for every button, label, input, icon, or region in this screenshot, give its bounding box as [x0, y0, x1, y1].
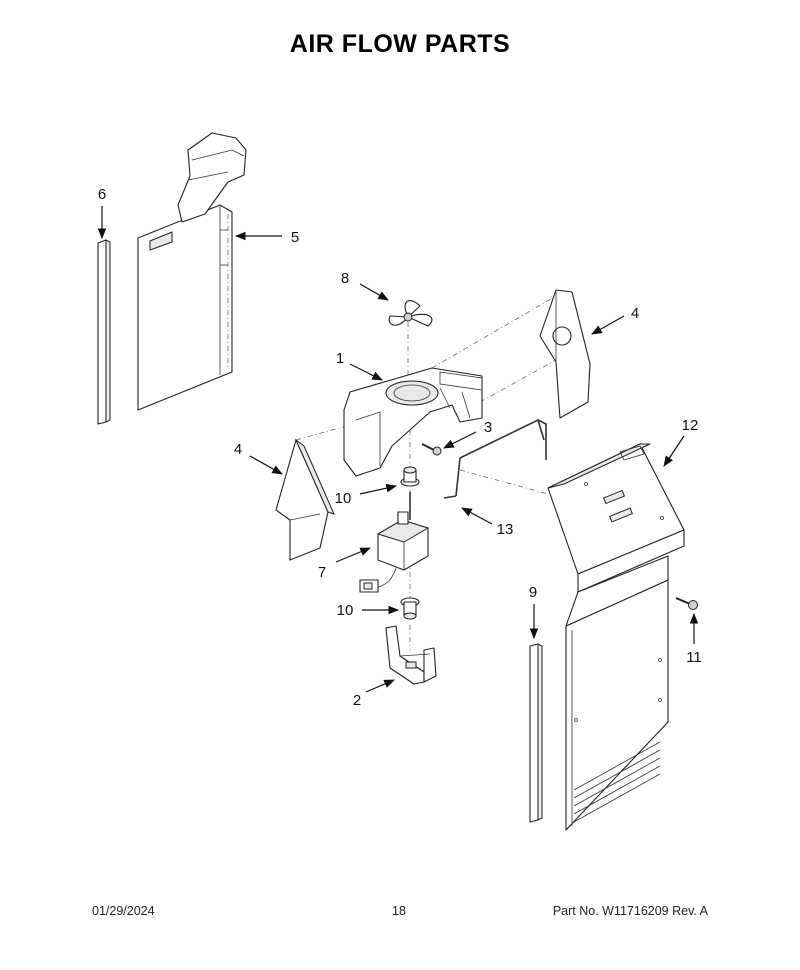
page-title: AIR FLOW PARTS	[289, 30, 511, 58]
part-10-grommet-bottom[interactable]	[400, 597, 420, 620]
callout-9[interactable]: 9	[529, 584, 537, 601]
part-10-grommet-top[interactable]	[400, 466, 420, 487]
footer-page-number: 18	[392, 904, 406, 918]
callout-1[interactable]: 1	[336, 350, 344, 367]
part-11-lower-duct-panel[interactable]	[565, 555, 669, 831]
callout-10-bottom[interactable]: 10	[337, 602, 354, 619]
footer-part-number: Part No. W11716209 Rev. A	[552, 904, 708, 918]
callout-13[interactable]: 13	[497, 521, 514, 538]
callout-3[interactable]: 3	[484, 419, 492, 436]
callout-labels: 6 5 8 1 4 4 3 12 10 13 7 10 2 9 11	[98, 186, 702, 709]
callout-8[interactable]: 8	[341, 270, 349, 287]
callout-7[interactable]: 7	[318, 564, 326, 581]
part-7-fan-motor[interactable]	[359, 492, 430, 593]
part-5-air-duct-panel[interactable]	[137, 132, 247, 411]
callout-4-right[interactable]: 4	[631, 305, 639, 322]
callout-11[interactable]: 11	[686, 649, 702, 666]
part-4-side-panel-left[interactable]	[275, 438, 335, 561]
callout-5[interactable]: 5	[291, 229, 299, 246]
callout-2[interactable]: 2	[353, 692, 361, 709]
callout-6[interactable]: 6	[98, 186, 106, 203]
part-2-motor-bracket[interactable]	[385, 625, 437, 685]
callout-4-left[interactable]: 4	[234, 441, 242, 458]
part-11-screw[interactable]	[675, 597, 698, 610]
part-12-upper-duct-cover[interactable]	[547, 443, 685, 593]
part-8-fan-blade[interactable]	[388, 300, 433, 327]
callout-10-top[interactable]: 10	[335, 490, 352, 507]
part-6-seal-strip[interactable]	[97, 239, 111, 425]
callout-12[interactable]: 12	[682, 417, 699, 434]
callout-arrows	[97, 206, 699, 693]
part-4-side-panel-right[interactable]	[539, 289, 591, 419]
part-3-screw[interactable]	[421, 443, 442, 456]
footer-date: 01/29/2024	[92, 904, 155, 918]
part-13-wire-bracket[interactable]	[443, 418, 547, 499]
part-9-seal-strip[interactable]	[529, 643, 543, 823]
vent-slots	[573, 741, 661, 823]
part-1-fan-shroud[interactable]	[343, 367, 483, 477]
